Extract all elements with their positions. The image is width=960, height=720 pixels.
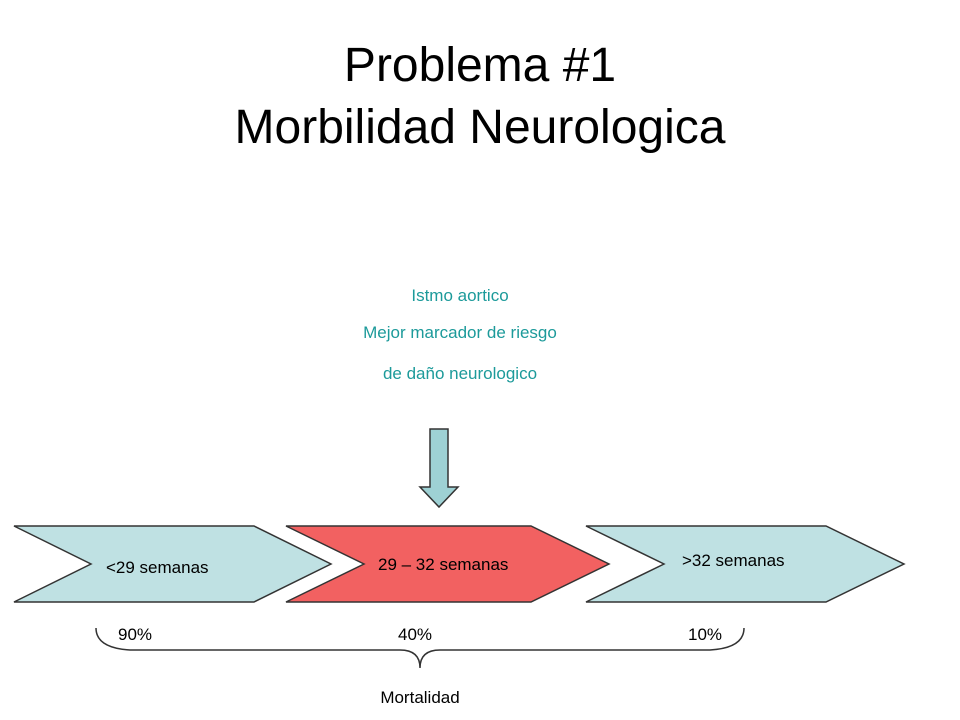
mortality-label: Mortalidad (380, 688, 460, 707)
annotation-line-1: Istmo aortico (411, 286, 509, 305)
stage-chevron-29-32 (285, 525, 611, 603)
stage-label-gt32: >32 semanas (682, 551, 785, 570)
mortality-bracket (95, 627, 745, 669)
title-line-2: Morbilidad Neurologica (234, 101, 726, 154)
mortality-value-gt32: 10% (688, 625, 723, 644)
stage-label-lt29: <29 semanas (106, 558, 209, 577)
mortality-value-lt29: 90% (118, 625, 153, 644)
stage-chevron-lt29 (13, 525, 333, 603)
title-line-1: Problema #1 (343, 39, 617, 92)
down-arrow-icon (418, 428, 460, 509)
stage-chevron-gt32 (585, 525, 906, 603)
annotation-line-3: de daño neurologico (382, 364, 538, 383)
mortality-value-29-32: 40% (398, 625, 433, 644)
stage-label-29-32: 29 – 32 semanas (378, 555, 509, 574)
annotation-line-2: Mejor marcador de riesgo (363, 323, 557, 342)
